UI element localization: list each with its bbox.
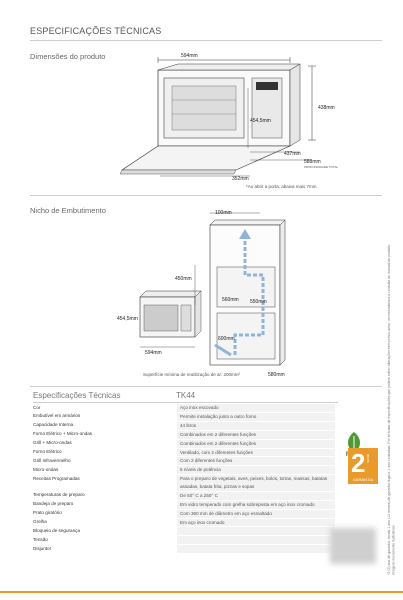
- spec-row: Capacidade Interna 44 litros: [33, 421, 335, 431]
- niche-title: Nicho de Embutimento: [30, 206, 106, 215]
- spec-value: Aço inox escovado: [177, 404, 335, 413]
- spec-label: Forno Elétrico: [33, 449, 62, 455]
- spec-row: Micro-ondas 5 níveis de potência: [33, 465, 335, 476]
- spec-value: [177, 544, 335, 555]
- specs-rule: [33, 402, 338, 403]
- dim-width-top: 594mm: [181, 53, 198, 59]
- niche-dim-450: 450mm: [175, 276, 192, 282]
- spec-row: Embutível em armários Permite instalação …: [33, 412, 335, 422]
- spec-row: Grill Infravermelho Com 2 diferentes funç…: [33, 456, 335, 467]
- dim-depth-open: 352mm: [232, 176, 249, 182]
- dim-depth-b: 588mm: [304, 159, 321, 165]
- dim-depth-b-note: PROFUNDIDADE TOTAL: [304, 165, 339, 169]
- specs-title: Especificações Técnicas: [33, 391, 121, 400]
- section-rule: [30, 195, 382, 196]
- page-header: ESPECIFICAÇÕES TÉCNICAS: [30, 26, 162, 36]
- niche-dim-594: 594mm: [145, 350, 162, 356]
- oven-dimension-drawing: [119, 57, 316, 177]
- specs-model: TK44: [176, 391, 196, 400]
- dim-depth-a: 437mm: [284, 151, 301, 157]
- spec-label: Tensão: [33, 536, 48, 542]
- footer-accent-line: [0, 591, 403, 593]
- spec-label: Receitas Programadas: [33, 475, 80, 481]
- warranty-number: 2: [351, 448, 366, 478]
- spec-label: Micro-ondas: [33, 466, 59, 472]
- spec-label: Prato giratório: [33, 510, 62, 516]
- spec-label: Cor: [33, 405, 41, 410]
- spec-value: Combinados em 2 diferentes funções: [177, 430, 335, 440]
- spec-value: Em aço inox cromado: [177, 518, 335, 528]
- spec-row: Prato giratório Com 360 mm de diâmetro em…: [33, 509, 335, 519]
- warranty-label: GARANTIA: [352, 477, 374, 482]
- spec-value: [177, 526, 335, 537]
- spec-value: Ventilado, com 2 diferentes funções: [177, 448, 335, 458]
- spec-value: Permite instalação junto a outro forno: [177, 412, 335, 422]
- spec-row: Grill + Micro-ondas Combinados em 2 difer…: [33, 439, 335, 449]
- spec-label: Grill Infravermelho: [33, 457, 71, 463]
- niche-dim-560: 560mm: [222, 297, 239, 303]
- warranty-badge: 2 anos GARANTIA: [348, 448, 378, 484]
- niche-dim-550: 550mm: [250, 299, 267, 305]
- spec-label: Temperaturas de preparo: [33, 492, 85, 498]
- spec-row: Tensão: [33, 535, 335, 546]
- spec-label: Bandeja de preparo: [33, 501, 74, 507]
- spec-label: Disjuntor: [33, 545, 52, 551]
- spec-value: 5 níveis de potência: [177, 465, 335, 476]
- spec-value: Combinados em 2 diferentes funções: [177, 439, 335, 449]
- spec-label: Bloqueio de segurança: [33, 527, 80, 533]
- spec-value: 44 litros: [177, 421, 335, 431]
- dim-height-right: 438mm: [318, 105, 335, 111]
- spec-row: Bloqueio de segurança: [33, 526, 335, 537]
- spec-value: Com 2 diferentes funções: [177, 456, 335, 467]
- spec-label: Grill + Micro-ondas: [33, 440, 72, 446]
- spec-value: Para o preparo de vegetais, aves, peixes…: [177, 474, 335, 492]
- dimensions-title: Dimensões do produto: [30, 52, 106, 61]
- niche-dim-600: 600mm: [218, 336, 235, 342]
- niche-drawing: [139, 212, 286, 366]
- header-rule: [30, 40, 382, 41]
- spec-row: Forno Elétrico Ventilado, com 2 diferente…: [33, 448, 335, 458]
- niche-airflow-note: Superfície mínima de reutilização de ar:…: [143, 372, 241, 377]
- warranty-unit: anos: [366, 454, 371, 463]
- spec-row: Cor Aço inox escovado: [33, 404, 335, 413]
- spec-value: Em vidro temperado com grelha sobreposta…: [177, 500, 335, 510]
- spec-label: Embutível em armários: [33, 413, 81, 419]
- legal-sidebar-text: *2 (2) ano de garantia, sendo 1 ano (12 …: [387, 243, 396, 575]
- spec-row: Receitas Programadas Para o preparo de ve…: [33, 474, 335, 492]
- spec-label: Grelha: [33, 519, 47, 525]
- niche-dim-580: 580mm: [268, 372, 285, 378]
- spec-row: Forno Elétrico + Micro-ondas Combinados e…: [33, 430, 335, 440]
- niche-dim-100: 100mm: [215, 210, 232, 216]
- spec-value: [177, 535, 335, 546]
- spec-value: Com 360 mm de diâmetro em aço esmaltado: [177, 509, 335, 519]
- spec-row: Disjuntor: [33, 544, 335, 555]
- dim-height-inner: 454,5mm: [250, 118, 271, 124]
- spec-label: Capacidade Interna: [33, 422, 74, 428]
- dimensions-note: *Ao abrir a porta, abaixa mais 7mm: [246, 184, 317, 189]
- spec-row: Temperaturas de preparo De 50° C a 250° C: [33, 491, 335, 501]
- blurred-watermark: [330, 528, 376, 564]
- spec-row: Bandeja de preparo Em vidro temperado com…: [33, 500, 335, 510]
- niche-dim-454: 454,5mm: [117, 316, 138, 322]
- section-rule-2: [30, 386, 382, 387]
- spec-label: Forno Elétrico + Micro-ondas: [33, 431, 93, 437]
- spec-value: De 50° C a 250° C: [177, 491, 335, 501]
- spec-row: Grelha Em aço inox cromado: [33, 518, 335, 528]
